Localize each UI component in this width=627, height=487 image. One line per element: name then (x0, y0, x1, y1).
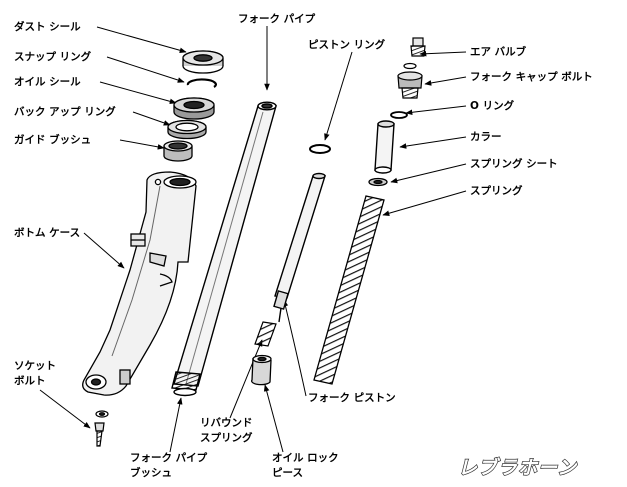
label-o-ring: O リング (470, 99, 515, 112)
label-fork-piston: フォーク ピストン (308, 392, 396, 404)
leader-dust-seal (96, 26, 187, 53)
label-fork-cap-bolt: フォーク キャップ ボルト (470, 70, 593, 83)
leader-fork-pipe-bush (169, 397, 183, 453)
label-rebound-spring-line1: リバウンド (200, 417, 253, 429)
piston-ring-part (309, 144, 331, 154)
spring-seat-part (368, 177, 388, 187)
leader-oil-seal (99, 81, 177, 105)
leader-collar (399, 136, 467, 149)
leader-spring (382, 190, 467, 216)
guide-bush-part (163, 140, 193, 162)
leader-oil-lock-piece (263, 384, 284, 453)
leader-guide-bush (119, 139, 165, 150)
leader-socket-bolt (39, 389, 91, 429)
dust-seal-part (182, 50, 224, 74)
main-spring-part (313, 195, 385, 385)
leader-rebound-spring (229, 339, 263, 419)
label-fork-pipe-bush-line1: フォーク パイプ (130, 451, 208, 464)
label-spring-seat: スプリング シート (470, 157, 558, 170)
label-socket-bolt-line1: ソケット (14, 360, 56, 372)
leader-snap-ring (106, 56, 185, 83)
label-fork-pipe: フォーク パイプ (238, 12, 316, 25)
label-spring: スプリング (470, 184, 523, 197)
o-ring-part (390, 111, 408, 119)
leader-air-valve (419, 50, 467, 57)
label-backup-ring: バック アップ リング (14, 105, 116, 118)
leader-o-ring (405, 105, 467, 116)
fork-pipe-part (171, 101, 277, 397)
label-guide-bush: ガイド ブッシュ (14, 133, 91, 146)
oil-lock-piece-part (250, 354, 272, 386)
collar-part (374, 120, 395, 174)
labels: ダスト シール スナップ リング オイル シール バック アップ リング ガイド… (14, 12, 593, 480)
leader-piston-ring (324, 51, 353, 141)
label-collar: カラー (470, 131, 502, 143)
backup-ring-part (167, 119, 207, 140)
leader-bottom-case (83, 232, 125, 269)
rebound-spring-part (254, 321, 277, 347)
label-oil-lock-piece-line2: ピース (272, 467, 303, 479)
socket-bolt-part (94, 410, 109, 447)
fork-cap-bolt-part (397, 62, 423, 99)
label-rebound-spring-line2: スプリング (200, 431, 253, 444)
label-snap-ring: スナップ リング (14, 50, 92, 63)
leader-spring-seat (390, 163, 467, 184)
leader-fork-piston (282, 299, 307, 397)
bottom-case-part (82, 171, 197, 396)
leader-fork-cap-bolt (424, 76, 467, 86)
label-piston-ring: ピストン リング (308, 38, 386, 51)
brand-logo: レブラホーン (458, 457, 578, 479)
leader-lines (39, 26, 467, 453)
leader-backup-ring (132, 111, 171, 126)
air-valve-part (410, 37, 426, 57)
label-socket-bolt-line2: ボルト (14, 374, 46, 387)
label-dust-seal: ダスト シール (14, 20, 81, 33)
label-air-valve: エア バルブ (470, 45, 527, 58)
label-oil-lock-piece-line1: オイル ロック (272, 452, 339, 464)
label-bottom-case: ボトム ケース (14, 226, 80, 239)
label-oil-seal: オイル シール (14, 76, 81, 88)
oil-seal-part (173, 97, 215, 120)
label-fork-pipe-bush-line2: ブッシュ (130, 466, 172, 479)
fork-piston-part (273, 172, 326, 323)
snap-ring-part (186, 78, 217, 88)
